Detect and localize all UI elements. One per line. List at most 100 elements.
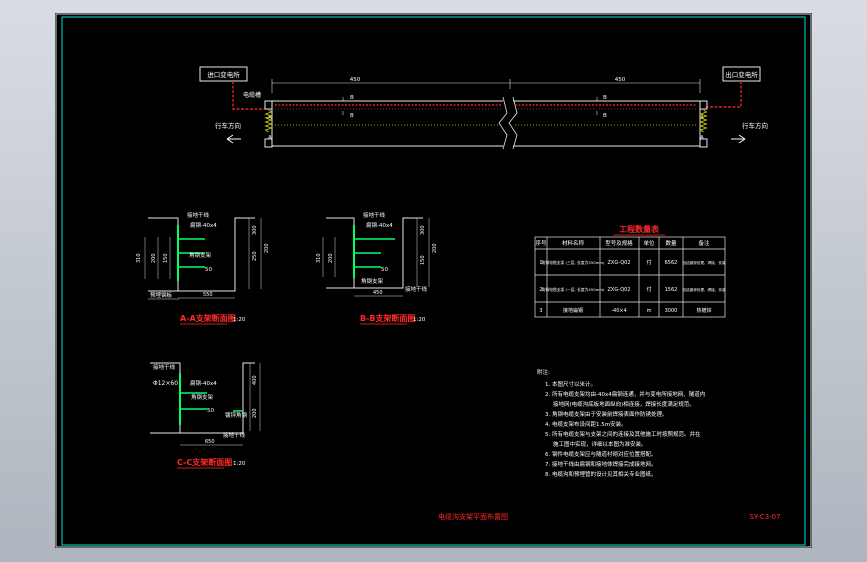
dimension-value: 450 [373,290,383,296]
cad-drawing: 进口变电所 出口变电所 电缆槽 450 450 B B [55,13,812,548]
trench-outline [148,217,255,292]
note-line: 2. 所有电缆支架均由-40x4扁钢连通，并与变电所接地网、隧道内 [545,390,705,398]
notes: 附注: 1. 本图尺寸以米计。 2. 所有电缆支架均由-40x4扁钢连通，并与变… [537,368,705,478]
section-mark-label: A [700,115,704,121]
table-cell: 3000 [665,308,678,314]
dimension-value: 310 [136,253,142,263]
trench-outline [150,362,255,434]
table-row: 2 角钢电缆支架 (一层, 长度为450mm) ZXG-Q02 付 1562 包… [539,286,726,293]
plan-view: 进口变电所 出口变电所 电缆槽 450 450 B B [199,66,768,150]
section-scale: 1:20 [413,317,426,323]
right-spring [699,109,708,133]
section-title: C-C支架断面图 [177,457,232,467]
note-line: 3. 角钢电缆支架由于安装前焊接表面作防锈处理。 [545,410,668,418]
drawing-sheet: 进口变电所 出口变电所 电缆槽 450 450 B B [55,13,812,548]
right-end-post-bottom [699,138,708,148]
left-end-post-bottom [264,138,273,148]
left-end-post-top [264,100,273,110]
note-line: 7. 接地干线由扁钢和接地体焊接完成接地网。 [545,460,657,468]
section-label: 50 [381,267,388,273]
notes-heading: 附注: [537,368,550,376]
section-label: 扁钢-40x4 [190,221,217,229]
section-label: 接地干线 [223,431,246,439]
section-dimensions [180,363,261,446]
section-mark-label: B [603,113,607,119]
dimension-value: 310 [316,253,322,263]
note-line: 4. 电缆支架布设间距1.5m安装。 [545,420,627,428]
table-header-cell: 序号 [535,239,547,247]
left-cable-label: 电缆槽 [243,91,261,99]
table-border [534,236,726,318]
left-cable-route [232,81,267,110]
drawing-number: SY-C3-07 [749,513,780,521]
dimension-value: 650 [205,439,215,445]
left-spring [264,109,273,133]
right-substation-label: 出口变电所 [725,70,758,79]
table-cell: ZXG-Q02 [607,287,630,293]
section-marks: B B A A B B A A [268,95,704,141]
table-cell: 包括镀锌处理、焊接、安装 [682,260,726,265]
section-label: 角钢支架 [189,251,212,259]
table-row: 1 角钢电缆支架 (三层, 长度为550mm) ZXG-Q02 付 6562 包… [539,259,726,266]
note-line: 施工图中实现，详细以本图为准安装。 [553,440,647,448]
dimension-value: 550 [203,292,213,298]
table-row: 3 接地扁钢 -40×4 m 3000 热镀锌 [539,307,711,314]
dimension-value: 150 [163,253,169,263]
section-dimension-values: 310 200 300 150 200 450 [316,225,438,296]
table-cell: 2 [539,287,542,293]
section-mark-label: B [603,95,607,101]
table-cell: 包括镀锌处理、焊接、安装 [682,287,726,292]
inner-border [61,16,806,546]
section-label: 接地干线 [187,211,210,219]
section-label: 角钢支架 [191,393,214,401]
section-bb: 接地干线 扁钢-40x4 角钢支架 50 接地干线 310 200 300 15… [316,211,438,325]
table-cell: 6562 [665,260,678,266]
dimension-value: 150 [420,255,426,265]
right-cable-route [705,81,742,108]
dimension-value: 400 [252,375,258,385]
dimension-value: 250 [252,251,258,261]
section-label: 预埋钢板 [150,291,173,299]
dimension-value: 200 [264,243,270,253]
table-cell: 角钢电缆支架 (一层, 长度为450mm) [542,287,606,292]
table-header-cell: 单位 [643,239,655,247]
table-header-cell: 备注 [698,239,710,247]
section-cut-lines [342,97,598,115]
section-label: 接地干线 [405,285,428,293]
section-label: Φ12×60 [153,380,178,387]
section-mark-label: A [268,135,272,141]
note-line: 8. 电缆沟和预埋管的设计见其相关专业图纸。 [545,470,657,478]
left-direction-arrow [226,134,241,144]
table-cell: -40×4 [611,308,627,314]
section-title: B-B支架断面图 [360,313,416,323]
table-cell: 3 [539,308,542,314]
table-cell: 付 [646,259,651,266]
table-cell: 付 [646,286,651,293]
right-direction-label: 行车方向 [742,121,768,130]
section-dimensions [144,218,262,299]
section-scale: 1:20 [233,317,246,323]
right-end-post-top [699,100,708,110]
section-label: 扁钢-40x4 [190,379,217,387]
section-mark-label: B [350,113,354,119]
table-cell: 热镀锌 [696,307,711,314]
section-dimension-values: 310 200 150 300 250 200 550 [136,225,270,298]
section-label: 扁钢-40x4 [366,221,393,229]
break-mark [498,96,508,150]
table-header-cell: 型号及规格 [605,239,633,247]
left-direction-label: 行车方向 [215,121,241,130]
dimension-value: 200 [151,253,157,263]
note-line: 6. 钢件电缆支架应与隧道衬砌对应位置搭配。 [545,450,657,458]
dimension-value: 300 [420,225,426,235]
dimension-value: 200 [252,408,258,418]
dimension-value: 300 [252,225,258,235]
table-header-cell: 材料名称 [562,239,585,247]
drawing-title: 电缆沟支架平面布置图 [438,512,508,521]
table-cell: 接地扁钢 [563,307,583,314]
section-mark-label: B [350,95,354,101]
section-aa: 接地干线 扁钢-40x4 角钢支架 50 预埋钢板 310 200 150 30… [136,211,270,325]
quantity-table: 工程数量表 序号 材料名称 型号及规格 单位 数量 备注 1 角钢电缆支架 (三… [534,224,726,318]
outer-border [55,13,812,548]
section-dimension-values: 400 200 650 [205,375,258,445]
dimension-value: 200 [328,253,334,263]
